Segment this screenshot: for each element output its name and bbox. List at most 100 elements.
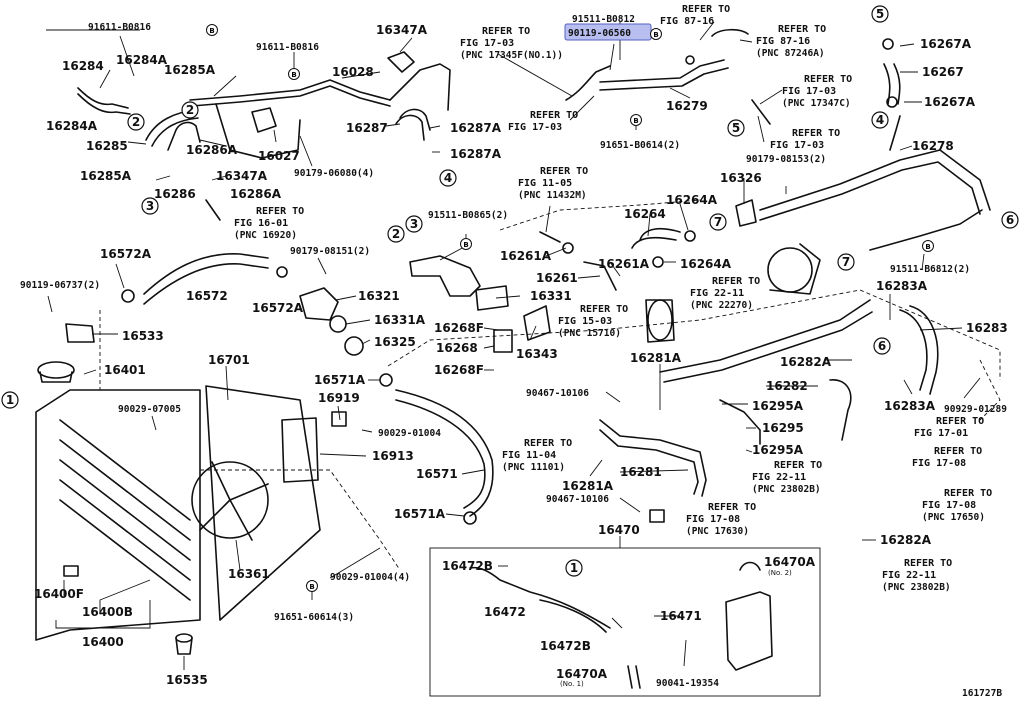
part-label[interactable]: 16264A [680, 257, 732, 271]
callout-number[interactable]: 1 [570, 561, 578, 575]
part-label[interactable]: 16268F [434, 321, 484, 335]
part-label[interactable]: 16571A [314, 373, 366, 387]
part-label[interactable]: 16343 [516, 347, 558, 361]
callout-number[interactable]: 3 [146, 199, 154, 213]
part-label[interactable]: 16281 [620, 465, 662, 479]
part-label[interactable]: 16267A [924, 95, 976, 109]
part-label[interactable]: 90467-10106 [546, 494, 609, 505]
callout-number[interactable]: 7 [842, 255, 850, 269]
part-label[interactable]: 90179-08153(2) [746, 154, 826, 165]
part-label[interactable]: 91651-B0614(2) [600, 140, 680, 151]
part-label[interactable]: 16261A [598, 257, 650, 271]
callout-number[interactable]: 3 [410, 217, 418, 231]
part-label[interactable]: 16284A [116, 53, 168, 67]
part-label[interactable]: 90467-10106 [526, 388, 589, 399]
callout-number[interactable]: 4 [876, 113, 884, 127]
part-label[interactable]: 16286A [230, 187, 282, 201]
part-label[interactable]: 16571A [394, 507, 446, 521]
part-label[interactable]: 16470 [598, 523, 640, 537]
callout-number[interactable]: 5 [732, 121, 740, 135]
part-label[interactable]: 16535 [166, 673, 208, 687]
part-label[interactable]: 16471 [660, 609, 702, 623]
part-label[interactable]: 16282 [766, 379, 808, 393]
part-label[interactable]: 90179-08151(2) [290, 246, 370, 257]
part-label[interactable]: 91511-B0865(2) [428, 210, 508, 221]
part-label[interactable]: 16281A [562, 479, 614, 493]
part-label[interactable]: 16331 [530, 289, 572, 303]
part-label[interactable]: 16470A [556, 667, 608, 681]
part-label[interactable]: 16285A [80, 169, 132, 183]
part-label[interactable]: 16283A [876, 279, 928, 293]
part-label[interactable]: 90029-01004 [378, 428, 441, 439]
part-label[interactable]: 16279 [666, 99, 708, 113]
part-label[interactable]: 16321 [358, 289, 400, 303]
part-label[interactable]: 16261 [536, 271, 578, 285]
part-label[interactable]: 16268 [436, 341, 478, 355]
part-label[interactable]: 16295A [752, 443, 804, 457]
part-label[interactable]: 16283A [884, 399, 936, 413]
part-label[interactable]: 16287A [450, 121, 502, 135]
part-label[interactable]: 16470A [764, 555, 816, 569]
part-label[interactable]: 90179-06080(4) [294, 168, 374, 179]
part-label[interactable]: 16287A [450, 147, 502, 161]
part-label[interactable]: 16361 [228, 567, 270, 581]
callout-number[interactable]: 6 [878, 339, 886, 353]
part-label[interactable]: 16572A [100, 247, 152, 261]
part-label[interactable]: 91611-B0816 [88, 22, 151, 33]
part-label[interactable]: 16282A [880, 533, 932, 547]
part-label[interactable]: 16472B [442, 559, 493, 573]
part-label[interactable]: 16282A [780, 355, 832, 369]
part-label[interactable]: 16701 [208, 353, 250, 367]
part-label[interactable]: 91611-B0816 [256, 42, 319, 53]
part-label[interactable]: 16400B [82, 605, 133, 619]
part-label[interactable]: 16264A [666, 193, 718, 207]
part-label[interactable]: 90029-07005 [118, 404, 181, 415]
part-label[interactable]: 16264 [624, 207, 666, 221]
part-label[interactable]: 16287 [346, 121, 388, 135]
part-label[interactable]: 16284A [46, 119, 98, 133]
callout-number[interactable]: 2 [392, 227, 400, 241]
part-label[interactable]: 16913 [372, 449, 414, 463]
part-label[interactable]: 16284 [62, 59, 104, 73]
part-label[interactable]: 16572 [186, 289, 228, 303]
part-label[interactable]: 16400F [34, 587, 84, 601]
part-label[interactable]: 16028 [332, 65, 374, 79]
part-label[interactable]: 16347A [216, 169, 268, 183]
part-label[interactable]: 16286 [154, 187, 196, 201]
part-label[interactable]: 16400 [82, 635, 124, 649]
callout-number[interactable]: 7 [714, 215, 722, 229]
part-label[interactable]: 90119-06737(2) [20, 280, 100, 291]
part-label[interactable]: 16331A [374, 313, 426, 327]
part-label[interactable]: 16267A [920, 37, 972, 51]
part-label[interactable]: 16281A [630, 351, 682, 365]
part-label[interactable]: 91511-B0812 [572, 14, 635, 25]
part-label[interactable]: 16267 [922, 65, 964, 79]
part-label[interactable]: 90029-01004(4) [330, 572, 410, 583]
callout-number[interactable]: 5 [876, 7, 884, 21]
part-label[interactable]: 16295A [752, 399, 804, 413]
part-label-highlighted[interactable]: 90119-06560 [568, 28, 631, 39]
callout-number[interactable]: 4 [444, 171, 452, 185]
part-label[interactable]: 16278 [912, 139, 954, 153]
part-label[interactable]: 16325 [374, 335, 416, 349]
part-label[interactable]: 16286A [186, 143, 238, 157]
part-label[interactable]: 16472B [540, 639, 591, 653]
part-label[interactable]: 90929-01289 [944, 404, 1007, 415]
part-label[interactable]: 16326 [720, 171, 762, 185]
part-label[interactable]: 16027 [258, 149, 300, 163]
